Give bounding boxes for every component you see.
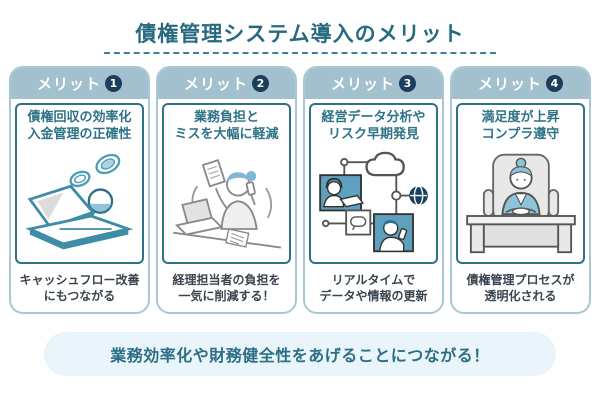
merit-card-3: メリット 3 経営データ分析や リスク早期発見 — [303, 66, 444, 315]
merit-card-1-body: 債権回収の効率化 入金管理の正確性 — [15, 103, 144, 265]
laptop-coins-illustration — [17, 144, 142, 262]
busy-accountant-illustration — [164, 144, 289, 262]
merit-label: メリット — [330, 75, 395, 94]
merit-card-4-heading: 満足度が上昇 コンプラ遵守 — [481, 110, 560, 143]
merit-number-badge: 2 — [252, 75, 269, 93]
conclusion-banner: 業務効率化や財務健全性をあげることにつながる！ — [44, 332, 556, 377]
merit-label: メリット — [477, 75, 542, 94]
dashed-divider — [104, 52, 496, 55]
merit-label: メリット — [36, 75, 101, 94]
merit-card-3-header: メリット 3 — [305, 68, 442, 100]
merit-card-4-body: 満足度が上昇 コンプラ遵守 — [456, 103, 585, 265]
merit-card-3-heading: 経営データ分析や リスク早期発見 — [321, 110, 426, 143]
conclusion-banner-text: 業務効率化や財務健全性をあげることにつながる！ — [110, 346, 490, 366]
merit-card-1-caption: キャッシュフロー改善 にもつながる — [19, 273, 140, 304]
merit-card-3-caption: リアルタイムで データや情報の更新 — [319, 273, 428, 304]
title-area: 債権管理システム導入のメリット — [0, 0, 600, 55]
merit-label: メリット — [183, 75, 248, 94]
merit-card-1-header: メリット 1 — [11, 68, 148, 100]
merit-card-1-heading: 債権回収の効率化 入金管理の正確性 — [27, 110, 132, 143]
merit-card-2: メリット 2 業務負担と ミスを大幅に軽減 — [156, 66, 297, 315]
merit-card-2-header: メリット 2 — [158, 68, 295, 100]
merit-card-4: メリット 4 満足度が上昇 コンプラ遵守 — [450, 66, 591, 315]
merit-number-badge: 1 — [105, 75, 122, 93]
merit-card-4-caption: 債権管理プロセスが 透明化される — [466, 273, 575, 304]
merit-card-2-body: 業務負担と ミスを大幅に軽減 — [162, 103, 291, 265]
cloud-network-illustration — [311, 144, 436, 262]
merit-number-badge: 3 — [399, 75, 416, 93]
merit-card-3-body: 経営データ分析や リスク早期発見 — [309, 103, 438, 265]
manager-desk-illustration — [458, 144, 583, 262]
merit-cards-row: メリット 1 債権回収の効率化 入金管理の正確性 — [9, 66, 591, 315]
merit-card-2-caption: 経理担当者の負担を 一気に削減する！ — [172, 273, 281, 304]
merit-card-1: メリット 1 債権回収の効率化 入金管理の正確性 — [9, 66, 150, 315]
page-title: 債権管理システム導入のメリット — [135, 22, 465, 46]
merit-card-2-heading: 業務負担と ミスを大幅に軽減 — [174, 110, 279, 143]
merit-number-badge: 4 — [546, 75, 563, 93]
merit-card-4-header: メリット 4 — [452, 68, 589, 100]
